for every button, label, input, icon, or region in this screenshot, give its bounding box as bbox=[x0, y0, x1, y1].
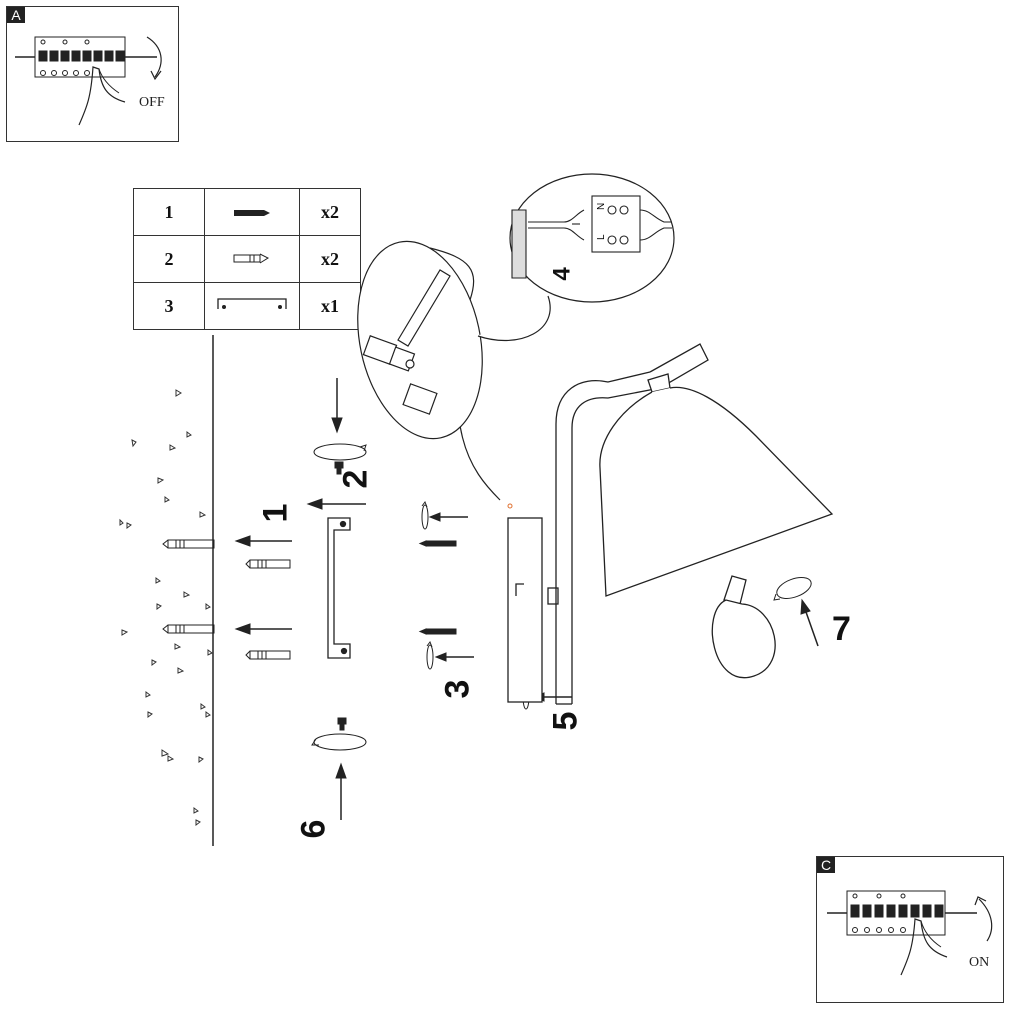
wall-texture bbox=[119, 389, 213, 826]
panel-switch-on: C ON bbox=[816, 856, 1004, 1003]
panel-a-tag: A bbox=[7, 7, 25, 23]
rotation-arrow-icon bbox=[313, 443, 367, 461]
step-3-label: 3 bbox=[438, 679, 477, 699]
parts-row: 2 x2 bbox=[133, 235, 361, 283]
connector-icon bbox=[362, 269, 451, 415]
circuit-breaker-icon bbox=[827, 890, 993, 976]
wall-plug-inserted bbox=[162, 539, 215, 634]
panel-switch-off: A OFF bbox=[6, 6, 179, 142]
screw bbox=[418, 540, 457, 635]
rotation-arrow-icon bbox=[311, 733, 367, 751]
part-quantity: x2 bbox=[299, 235, 361, 283]
step-6-label: 6 bbox=[294, 819, 333, 839]
lamp-arm bbox=[555, 343, 709, 705]
arrow-left-icon bbox=[234, 535, 292, 635]
arrow-down-icon bbox=[331, 378, 343, 434]
step-5-label: 5 bbox=[546, 711, 585, 731]
step-2-label: 2 bbox=[336, 469, 375, 489]
rotation-arrow-icon bbox=[773, 577, 812, 601]
panel-c-state: ON bbox=[969, 955, 990, 970]
light-bulb-icon bbox=[711, 575, 776, 679]
wall-plug-loose bbox=[245, 559, 291, 660]
part-quantity: x2 bbox=[299, 188, 361, 236]
step-1-label: 1 bbox=[256, 503, 295, 523]
mounting-bracket bbox=[327, 517, 351, 659]
wiring-detail-bubble bbox=[477, 173, 675, 342]
arrow-up-icon bbox=[800, 598, 819, 647]
connector-detail-bubble bbox=[357, 240, 501, 501]
circuit-breaker-icon bbox=[15, 36, 162, 126]
lamp-shade bbox=[599, 373, 834, 597]
panel-a-state: OFF bbox=[139, 95, 165, 110]
nut-icon bbox=[334, 461, 344, 475]
step-7-label: 7 bbox=[832, 610, 851, 648]
part-number: 2 bbox=[133, 235, 205, 283]
wiring-n-label: N bbox=[596, 203, 607, 210]
parts-row: 3 x1 bbox=[133, 282, 361, 330]
wiring-l-label: L bbox=[596, 234, 607, 240]
nut-icon bbox=[337, 717, 347, 731]
part-quantity: x1 bbox=[299, 282, 361, 330]
parts-table: 1 x2 2 x2 3 x1 bbox=[133, 188, 361, 330]
arrow-left-icon bbox=[428, 512, 572, 702]
panel-c-tag: C bbox=[817, 857, 835, 873]
arrow-up-icon bbox=[335, 762, 347, 820]
step-4-label: 4 bbox=[548, 267, 576, 281]
screw-icon bbox=[204, 188, 300, 236]
arrow-left-icon bbox=[306, 498, 366, 510]
wiring-icon bbox=[511, 195, 672, 279]
part-number: 3 bbox=[133, 282, 205, 330]
lamp-base bbox=[507, 517, 559, 703]
